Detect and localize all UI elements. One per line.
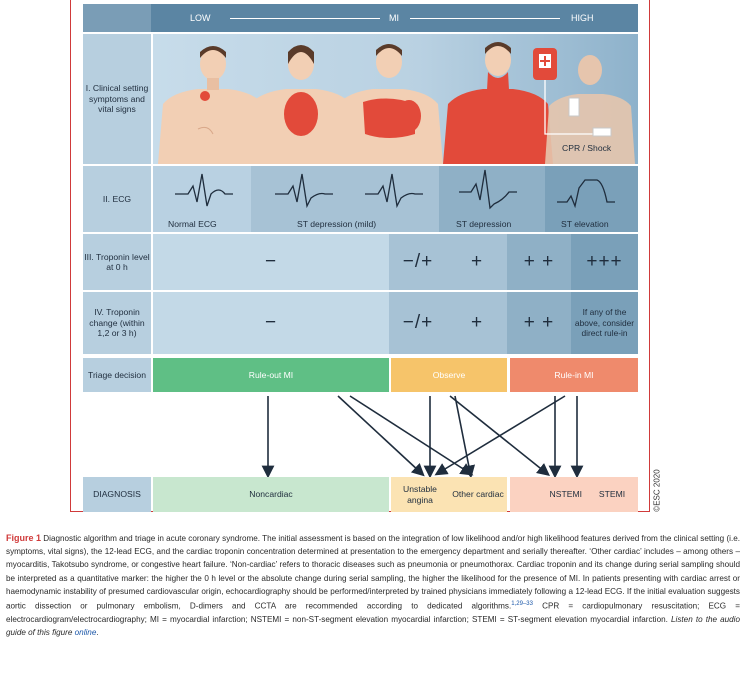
ecg-stelev-trace (557, 179, 615, 209)
patient-4-figure (443, 42, 553, 164)
diagnosis-stemi: STEMI (586, 477, 638, 512)
troponin0-pos2: + + (507, 234, 571, 290)
ecg-normal-trace (175, 173, 233, 207)
caption-abbreviations: CPR = cardiopulmonary resuscitation; ECG… (6, 601, 741, 624)
diagnosis-other: Other cardiac (449, 477, 507, 512)
triage-arrows (261, 395, 584, 479)
ecg-traces (175, 169, 615, 210)
ecg-col-mild (251, 166, 439, 232)
row-label-troponin0: III. Troponin level at 0 h (83, 234, 151, 290)
ecg-label-mild: ST depression (mild) (297, 219, 377, 229)
troponin-change-pos: + (447, 292, 507, 354)
troponin-change-note: If any of the above, consider direct rul… (571, 292, 638, 354)
ecg-stdep-trace (459, 169, 517, 210)
patient-1-figure (158, 46, 268, 164)
troponin0-neg: − (153, 234, 389, 290)
arrow-observe-other (454, 395, 476, 479)
scale-left-panel (83, 4, 151, 32)
troponin0-equivocal: −/+ (389, 234, 447, 290)
ecg-col-stdep (439, 166, 545, 232)
row-label-diagnosis: DIAGNOSIS (83, 477, 151, 512)
diagnosis-nstemi: NSTEMI (510, 477, 586, 512)
arrow-ruleout-unstable (337, 395, 425, 477)
caption-body: Diagnostic algorithm and triage in acute… (6, 534, 740, 611)
scale-high-label: HIGH (571, 13, 594, 23)
triage-observe: Observe (391, 358, 507, 392)
ecg-label-normal: Normal ECG (168, 219, 217, 229)
patient-3-figure (333, 44, 443, 164)
triage-ruleout: Rule-out MI (153, 358, 389, 392)
esc-copyright: ©ESC 2020 (652, 469, 662, 512)
row-label-ecg: II. ECG (83, 166, 151, 232)
cpr-shock-label: CPR / Shock (562, 143, 612, 153)
caption-refs[interactable]: 1,29–33 (511, 601, 533, 608)
troponin-change-pos2: + + (507, 292, 571, 354)
diagnosis-noncardiac: Noncardiac (153, 477, 389, 512)
troponin-change-equivocal: −/+ (389, 292, 447, 354)
arrow-observe-nstemi (449, 395, 550, 476)
row-label-clinical: I. Clinical setting symptoms and vital s… (83, 34, 151, 164)
diagnosis-unstable: Unstable angina (391, 477, 449, 512)
figure-label: Figure 1 (6, 533, 42, 543)
caption-online-link[interactable]: online (74, 628, 97, 638)
ecg-label-stelev: ST elevation (561, 219, 609, 229)
row-label-troponin-change: IV. Troponin change (within 1,2 or 3 h) (83, 292, 151, 354)
figure-caption: Figure 1 Diagnostic algorithm and triage… (6, 533, 741, 638)
triage-rulein: Rule-in MI (510, 358, 638, 392)
scale-line-left (230, 18, 380, 19)
scale-low-label: LOW (190, 13, 211, 23)
scale-line-right (410, 18, 560, 19)
ecg-mild-trace-2 (365, 173, 423, 209)
scale-mi-label: MI (389, 13, 399, 23)
caption-audio-text: Listen to the audio guide of this figure (6, 614, 740, 638)
patient-2-figure (245, 45, 356, 164)
patient-5-figure (533, 48, 635, 164)
troponin0-pos: + (447, 234, 507, 290)
ecg-label-stdep: ST depression (456, 219, 512, 229)
clinical-patients-illustration (158, 42, 635, 164)
arrow-ruleout-other (349, 395, 474, 476)
row-label-triage: Triage decision (83, 358, 151, 392)
ecg-col-stelev (545, 166, 638, 232)
troponin-change-neg: − (153, 292, 389, 354)
ecg-mild-trace-1 (275, 173, 333, 209)
arrow-rulein-unstable (434, 395, 566, 476)
troponin0-pos3: +++ (571, 234, 638, 290)
